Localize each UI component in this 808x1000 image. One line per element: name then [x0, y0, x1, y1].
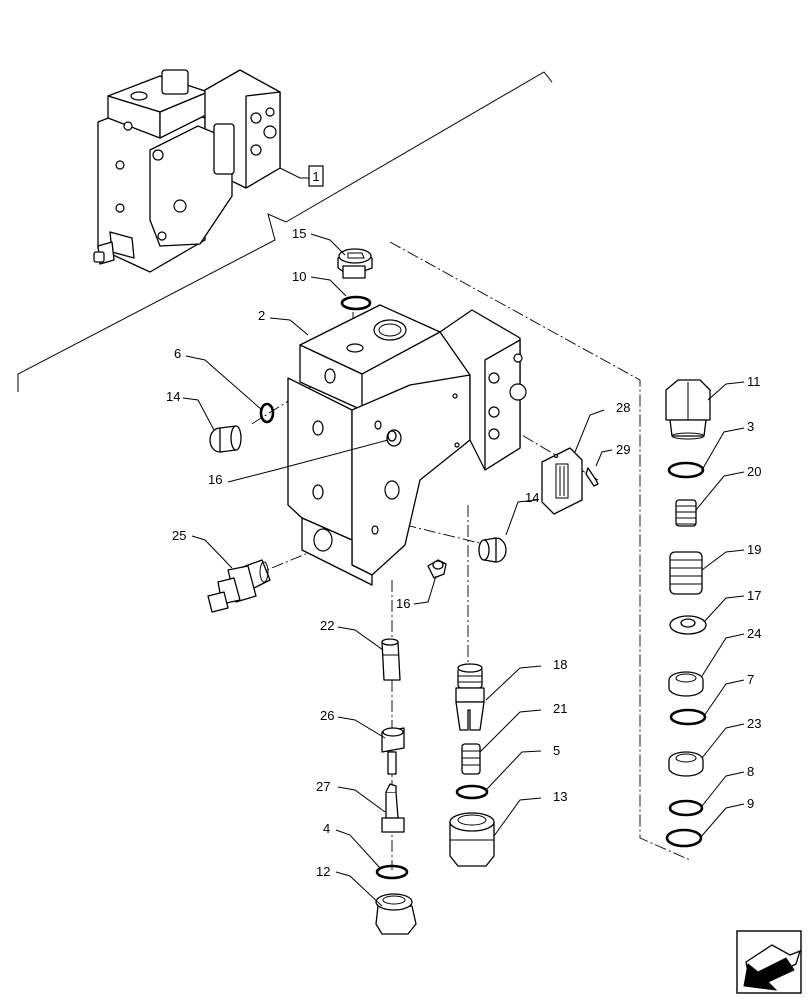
plate-28: [541, 447, 583, 515]
reference-box-label: 1: [312, 169, 319, 184]
callout-20: 20: [747, 464, 761, 479]
callout-28: 28: [616, 400, 630, 415]
callout-17: 17: [747, 588, 761, 603]
navigation-arrow-icon[interactable]: [736, 930, 802, 994]
o-ring-8: [668, 799, 704, 817]
callout-6: 6: [174, 346, 181, 361]
seal-24: [668, 671, 704, 697]
callout-7: 7: [747, 672, 754, 687]
plug-14-right: [478, 537, 507, 563]
callout-9: 9: [747, 796, 754, 811]
valve-block: [287, 304, 527, 586]
pin-27: [381, 783, 405, 833]
pin-26: [381, 727, 405, 775]
plug-12: [375, 893, 417, 935]
callout-5: 5: [553, 743, 560, 758]
callout-16-upper: 16: [208, 472, 222, 487]
callout-3: 3: [747, 419, 754, 434]
callout-14-right: 14: [525, 490, 539, 505]
o-ring-10: [340, 295, 372, 311]
o-ring-5: [455, 784, 489, 800]
plug-16-lower: [427, 559, 447, 579]
pin-22: [381, 638, 401, 681]
o-ring-7: [669, 708, 707, 726]
assembled-valve-inset: 1: [17, 69, 553, 392]
callout-12: 12: [316, 864, 330, 879]
spool-18: [455, 663, 485, 731]
callout-13: 13: [553, 789, 567, 804]
plug-15: [337, 248, 373, 279]
callout-10: 10: [292, 269, 306, 284]
callout-4: 4: [323, 821, 330, 836]
callout-11: 11: [747, 374, 761, 389]
callout-2: 2: [258, 308, 265, 323]
callout-21: 21: [553, 701, 567, 716]
plug-16-upper: [386, 429, 402, 447]
o-ring-3: [667, 461, 705, 479]
callout-27: 27: [316, 779, 330, 794]
plug-14-left: [209, 425, 242, 453]
plug-13: [449, 812, 495, 867]
seal-23: [668, 751, 704, 777]
callout-29: 29: [616, 442, 630, 457]
callout-23: 23: [747, 716, 761, 731]
callout-16-lower: 16: [396, 596, 410, 611]
spring-21: [461, 743, 481, 775]
callout-14-left: 14: [166, 389, 180, 404]
o-ring-4: [375, 864, 409, 880]
o-ring-6: [259, 402, 275, 424]
callout-26: 26: [320, 708, 334, 723]
callout-22: 22: [320, 618, 334, 633]
screw-29: [585, 467, 599, 487]
spring-20: [675, 499, 697, 527]
seat-17: [669, 615, 707, 635]
callout-labels: 15 10 2 6 14 16 25 16 14 28 29 22 26 27 …: [166, 226, 761, 879]
leader-lines: [182, 233, 745, 907]
callout-8: 8: [747, 764, 754, 779]
callout-24: 24: [747, 626, 761, 641]
spring-19: [669, 551, 703, 595]
fitting-25: [207, 559, 271, 613]
callout-19: 19: [747, 542, 761, 557]
callout-15: 15: [292, 226, 306, 241]
reference-box: [308, 165, 324, 187]
callout-25: 25: [172, 528, 186, 543]
callout-18: 18: [553, 657, 567, 672]
plug-11: [665, 379, 711, 440]
o-ring-9: [665, 828, 703, 848]
